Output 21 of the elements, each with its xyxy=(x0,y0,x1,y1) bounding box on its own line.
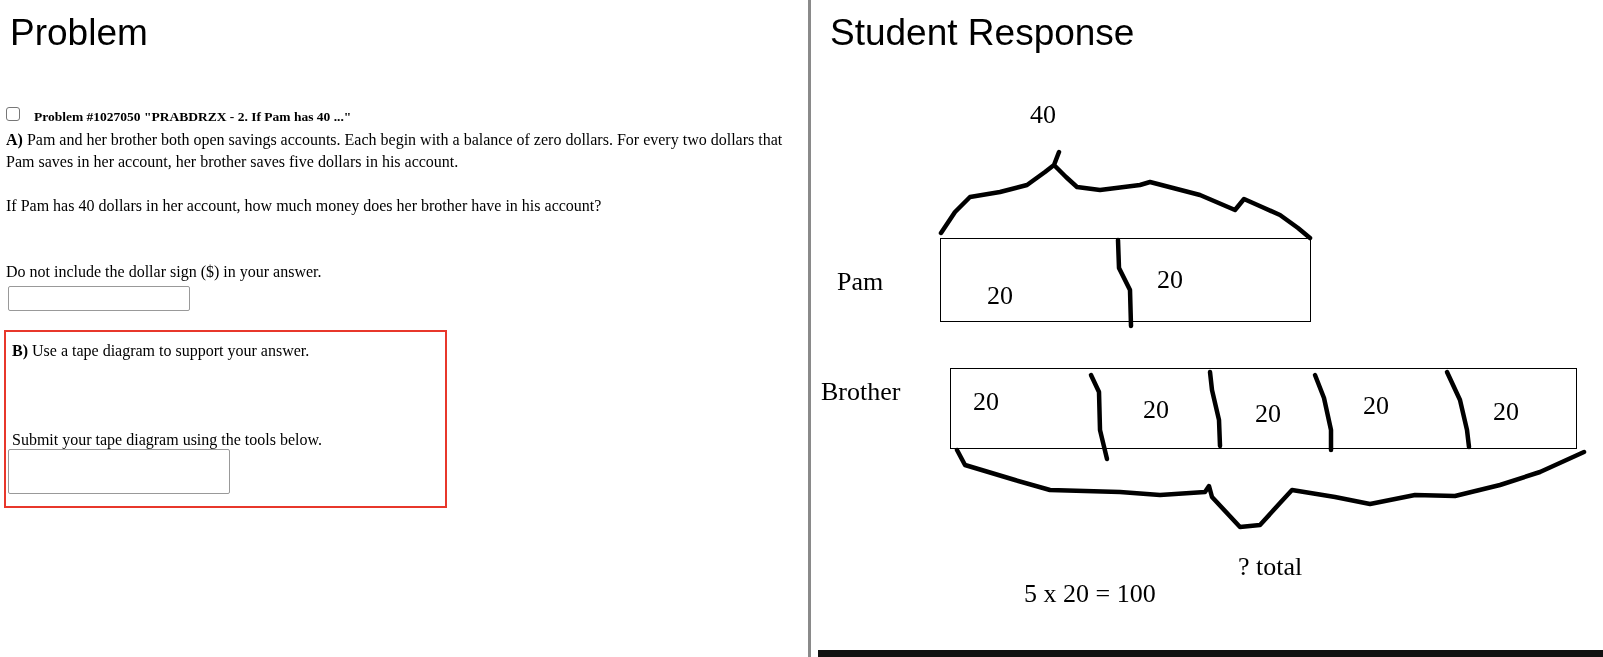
instruction-text: Do not include the dollar sign ($) in your answer. xyxy=(6,262,322,283)
question-panel xyxy=(4,330,447,508)
instruction-text: B) Use a tape diagram to support your answer. xyxy=(12,341,310,362)
segment-value: 20 xyxy=(1157,265,1183,295)
question-text: A) Pam and her brother both open savings accounts. Each begin with a balance of zero dollars. For every two dollars that Pam saves in her account, her brother saves five dollars in his account. xyxy=(6,130,784,172)
row-label: Pam xyxy=(837,267,884,297)
question-text: If Pam has 40 dollars in her account, how much money does her brother have in his account? xyxy=(6,196,602,217)
total-label: 40 xyxy=(1030,100,1056,130)
instruction-text: Submit your tape diagram using the tools below. xyxy=(12,430,323,451)
segment-value: 20 xyxy=(973,387,999,417)
heading: Problem xyxy=(10,12,148,54)
problem-title: Problem #1027050 "PRABDRZX - 2. If Pam has 40 ..." xyxy=(34,108,352,126)
segment-value: 20 xyxy=(1493,397,1519,427)
segment-value: 20 xyxy=(1143,395,1169,425)
equation-text: 5 x 20 = 100 xyxy=(1024,579,1156,609)
total-label: ? total xyxy=(1238,552,1303,582)
segment-value: 20 xyxy=(1363,391,1389,421)
segment-value: 20 xyxy=(987,281,1013,311)
row-label: Brother xyxy=(821,377,901,407)
segment-value: 20 xyxy=(1255,399,1281,429)
heading: Student Response xyxy=(830,12,1135,54)
